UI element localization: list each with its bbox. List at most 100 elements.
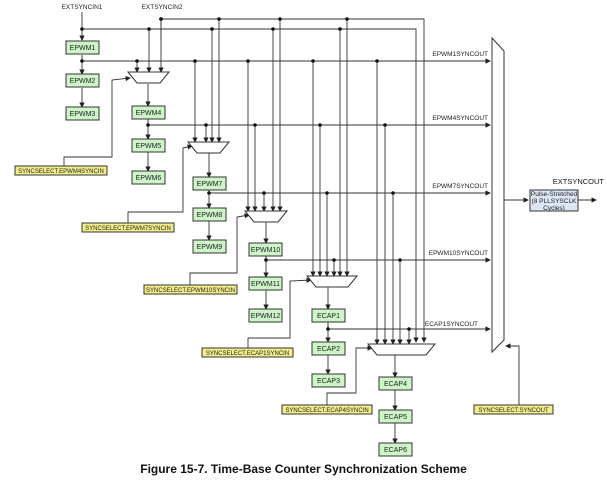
wire <box>63 75 131 166</box>
module-epwm10: EPWM10 <box>248 242 283 257</box>
wire <box>208 190 491 196</box>
junction-dot <box>318 123 322 127</box>
junction-dot <box>80 27 84 31</box>
junction-dot <box>135 59 139 63</box>
sync-mux-ecap1 <box>305 275 359 288</box>
module-epwm12: EPWM12 <box>248 308 283 323</box>
epwm1-syncout-label: EPWM1SYNCOUT <box>432 51 488 58</box>
junction-dot <box>262 191 266 195</box>
junction-dot <box>193 59 197 63</box>
svg-text:ECAP3: ECAP3 <box>317 378 340 385</box>
svg-text:Cycles): Cycles) <box>543 205 565 212</box>
junction-dot <box>147 27 151 31</box>
junction-dot <box>217 17 221 21</box>
svg-text:SYNCSELECT.ECAP4SYNCIN: SYNCSELECT.ECAP4SYNCIN <box>285 408 368 414</box>
junction-dot <box>271 27 275 31</box>
svg-text:EPWM9: EPWM9 <box>197 244 223 251</box>
module-ecap5: ECAP5 <box>378 409 413 424</box>
svg-text:EPWM8: EPWM8 <box>197 212 223 219</box>
wire <box>326 345 373 405</box>
junction-dot <box>207 191 211 195</box>
wire <box>247 277 312 348</box>
wire <box>81 55 491 64</box>
svg-text:ECAP5: ECAP5 <box>384 414 407 421</box>
junction-dot <box>345 17 349 21</box>
svg-text:ECAP2: ECAP2 <box>317 346 340 353</box>
sync-mux-ecap4 <box>366 343 437 356</box>
svg-text:EPWM11: EPWM11 <box>251 281 280 288</box>
wire <box>127 144 193 223</box>
junction-dot <box>391 191 395 195</box>
syncout-mux <box>491 36 505 354</box>
wire <box>82 28 419 343</box>
junction-dot <box>398 258 402 262</box>
svg-text:SYNCSELECT.EPWM10SYNCIN: SYNCSELECT.EPWM10SYNCIN <box>146 288 235 294</box>
module-epwm11: EPWM11 <box>248 276 283 291</box>
extsyncout-label: EXTSYNCOUT <box>553 177 605 186</box>
svg-text:EPWM1: EPWM1 <box>70 45 96 52</box>
epwm7-syncout-label: EPWM7SYNCOUT <box>432 183 488 190</box>
svg-text:EPWM6: EPWM6 <box>136 175 162 182</box>
junction-dot <box>325 191 329 195</box>
syncselect-epwm10: SYNCSELECT.EPWM10SYNCIN <box>143 284 238 295</box>
module-epwm6: EPWM6 <box>131 170 166 185</box>
junction-dot <box>278 17 282 21</box>
junction-dot <box>204 123 208 127</box>
svg-text:EPWM2: EPWM2 <box>70 78 96 85</box>
junction-dot <box>146 123 150 127</box>
module-ecap4: ECAP4 <box>378 376 413 391</box>
epwm10-syncout-label: EPWM10SYNCOUT <box>429 250 488 257</box>
svg-text:EPWM12: EPWM12 <box>251 313 281 320</box>
module-epwm9: EPWM9 <box>192 239 227 254</box>
junction-dot <box>264 258 268 262</box>
svg-text:EPWM7: EPWM7 <box>197 181 223 188</box>
syncselect-epwm7: SYNCSELECT.EPWM7SYNCIN <box>81 222 175 233</box>
svg-text:EPWM4: EPWM4 <box>136 110 162 117</box>
syncselect-syncout: SYNCSELECT.SYNCOUT <box>473 404 554 415</box>
junction-dot <box>210 27 214 31</box>
ecap1-syncout-label: ECAP1SYNCOUT <box>425 321 478 328</box>
epwm4-syncout-label: EPWM4SYNCOUT <box>432 115 488 122</box>
extsyncin1-label: EXTSYNCIN1 <box>62 4 103 11</box>
junction-dot <box>253 123 257 127</box>
pulse-stretcher: Pulse-Stretched (8 PLLSYSCLK Cycles) <box>529 189 579 212</box>
module-epwm2: EPWM2 <box>65 73 100 88</box>
junction-dot <box>407 327 411 331</box>
module-epwm5: EPWM5 <box>131 138 166 153</box>
module-epwm8: EPWM8 <box>192 207 227 222</box>
junction-dot <box>326 327 330 331</box>
syncselect-ecap4: SYNCSELECT.ECAP4SYNCIN <box>281 404 373 415</box>
svg-text:Pulse-Stretched: Pulse-Stretched <box>531 191 578 198</box>
junction-dot <box>338 27 342 31</box>
syncselect-ecap1: SYNCSELECT.ECAP1SYNCIN <box>201 347 294 358</box>
junction-dot <box>383 123 387 127</box>
svg-text:SYNCSELECT.EPWM7SYNCIN: SYNCSELECT.EPWM7SYNCIN <box>85 226 171 232</box>
module-ecap2: ECAP2 <box>311 341 346 356</box>
module-ecap6: ECAP6 <box>378 442 413 457</box>
svg-text:SYNCSELECT.ECAP1SYNCIN: SYNCSELECT.ECAP1SYNCIN <box>206 351 289 357</box>
module-epwm7: EPWM7 <box>192 176 227 191</box>
extsyncin2-label: EXTSYNCIN2 <box>142 4 183 11</box>
svg-text:ECAP4: ECAP4 <box>384 381 407 388</box>
junction-dot <box>375 59 379 63</box>
junction-dot <box>159 17 163 21</box>
figure-caption: Figure 15-7. Time-Base Counter Synchroni… <box>140 462 467 476</box>
junction-dot <box>246 59 250 63</box>
wire <box>189 213 250 285</box>
syncselect-epwm4: SYNCSELECT.EPWM4SYNCIN <box>14 165 108 176</box>
svg-text:ECAP1: ECAP1 <box>317 313 340 320</box>
module-ecap3: ECAP3 <box>311 373 346 388</box>
module-ecap1: ECAP1 <box>311 308 346 323</box>
junction-dot <box>332 258 336 262</box>
sync-mux-epwm7 <box>186 141 231 154</box>
module-epwm4: EPWM4 <box>131 105 166 120</box>
svg-text:SYNCSELECT.EPWM4SYNCIN: SYNCSELECT.EPWM4SYNCIN <box>18 169 104 175</box>
svg-text:EPWM5: EPWM5 <box>136 143 162 150</box>
wire <box>505 343 520 405</box>
module-epwm3: EPWM3 <box>65 106 100 121</box>
svg-text:SYNCSELECT.SYNCOUT: SYNCSELECT.SYNCOUT <box>478 408 549 414</box>
svg-text:EPWM10: EPWM10 <box>251 247 281 254</box>
svg-text:(8 PLLSYSCLK: (8 PLLSYSCLK <box>532 198 577 205</box>
junction-dot <box>80 59 84 63</box>
